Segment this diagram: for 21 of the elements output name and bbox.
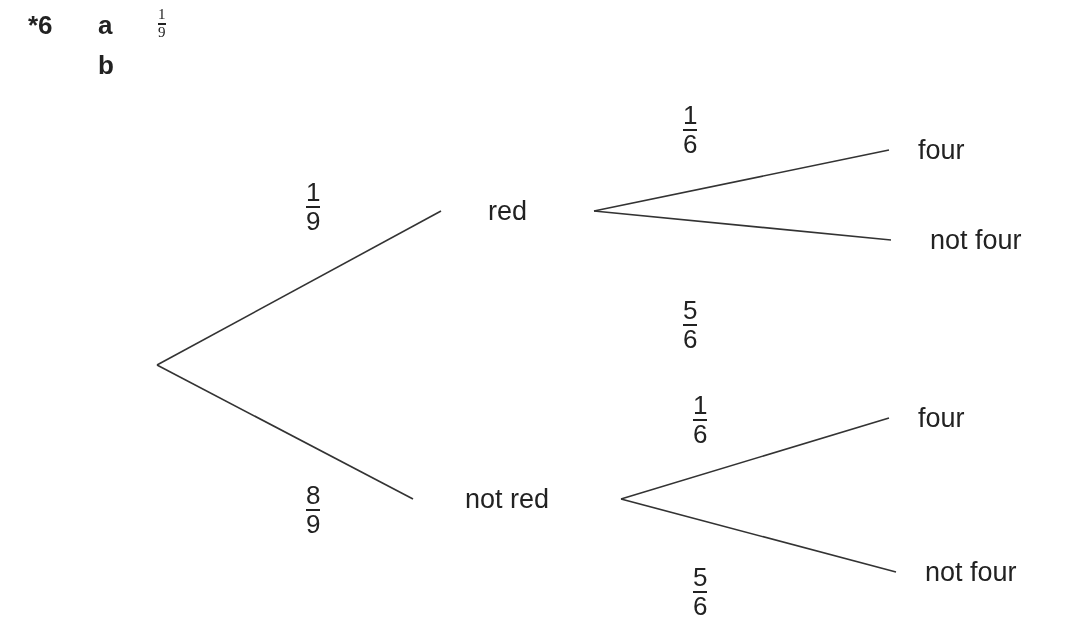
- branch-line: [156, 364, 414, 500]
- branch-line: [620, 417, 890, 500]
- outcome-label: not red: [412, 478, 622, 520]
- outcome-label: four: [888, 398, 1008, 438]
- fraction-label: 1 9: [306, 178, 321, 236]
- outcome-label: four: [888, 130, 1008, 170]
- fraction-label: 1 6: [693, 391, 708, 449]
- fraction-label: 5 6: [683, 296, 698, 354]
- outcome-label: red: [440, 190, 595, 232]
- part-letter: b: [98, 50, 114, 81]
- branch-line: [620, 498, 897, 573]
- fraction-label: 5 6: [693, 563, 708, 621]
- branch-line: [593, 210, 892, 241]
- fraction-label: 8 9: [306, 481, 321, 539]
- outcome-label: not four: [890, 222, 1080, 258]
- branch-line: [156, 210, 442, 366]
- question-number: *6: [28, 10, 53, 41]
- fraction-label: 1 6: [683, 101, 698, 159]
- part-letter: a: [98, 10, 113, 41]
- answer-fraction: 1 9: [158, 7, 166, 41]
- outcome-label: not four: [895, 552, 1085, 592]
